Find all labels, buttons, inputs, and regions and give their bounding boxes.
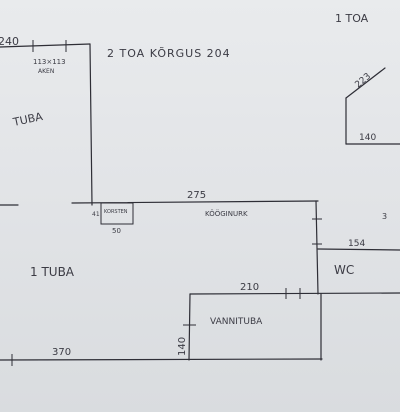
wc-bottom-wall [189, 292, 400, 295]
kitchen-wall-dimension: 275 [187, 190, 206, 201]
top-left-wall-dimension: 240 [0, 35, 19, 48]
window-size-label: 113×113 [33, 58, 66, 66]
right-edge-digit: 3 [382, 212, 387, 221]
wc-label: WC [334, 263, 354, 277]
bathroom-label: VANNITUBA [210, 317, 263, 327]
wc-wall-dimension: 154 [348, 239, 365, 249]
room-one-top-right-label: 1 TOA [335, 12, 369, 25]
bathroom-width-dimension: 210 [240, 282, 259, 293]
wc-top-wall [317, 248, 400, 251]
chimney-depth-label: 41 [92, 211, 100, 218]
top-right-slanted-wall [345, 67, 386, 99]
room-one-lower-label: 1 TUBA [30, 265, 75, 279]
top-right-base-dimension: 140 [359, 133, 376, 143]
left-room-label: TUBA [11, 110, 44, 129]
bottom-wall [0, 358, 323, 361]
bottom-wall-dimension: 370 [52, 347, 71, 358]
top-left-wall-line [0, 43, 91, 48]
chimney-box [100, 202, 134, 225]
window-label: AKEN [38, 68, 54, 75]
room-two-label: 2 TOA KÕRGUS 204 [107, 47, 231, 60]
room-two-left-wall [89, 43, 93, 206]
kitchen-corner-label: KÖÖGINURK [205, 209, 248, 218]
bathroom-depth-dimension: 140 [177, 337, 188, 356]
chimney-width-label: 50 [112, 227, 121, 235]
bathroom-left-wall [188, 293, 191, 361]
chimney-label: KORSTEN [104, 209, 128, 215]
top-right-slant-dimension: 223 [354, 72, 374, 91]
kitchen-right-wall [315, 200, 319, 295]
